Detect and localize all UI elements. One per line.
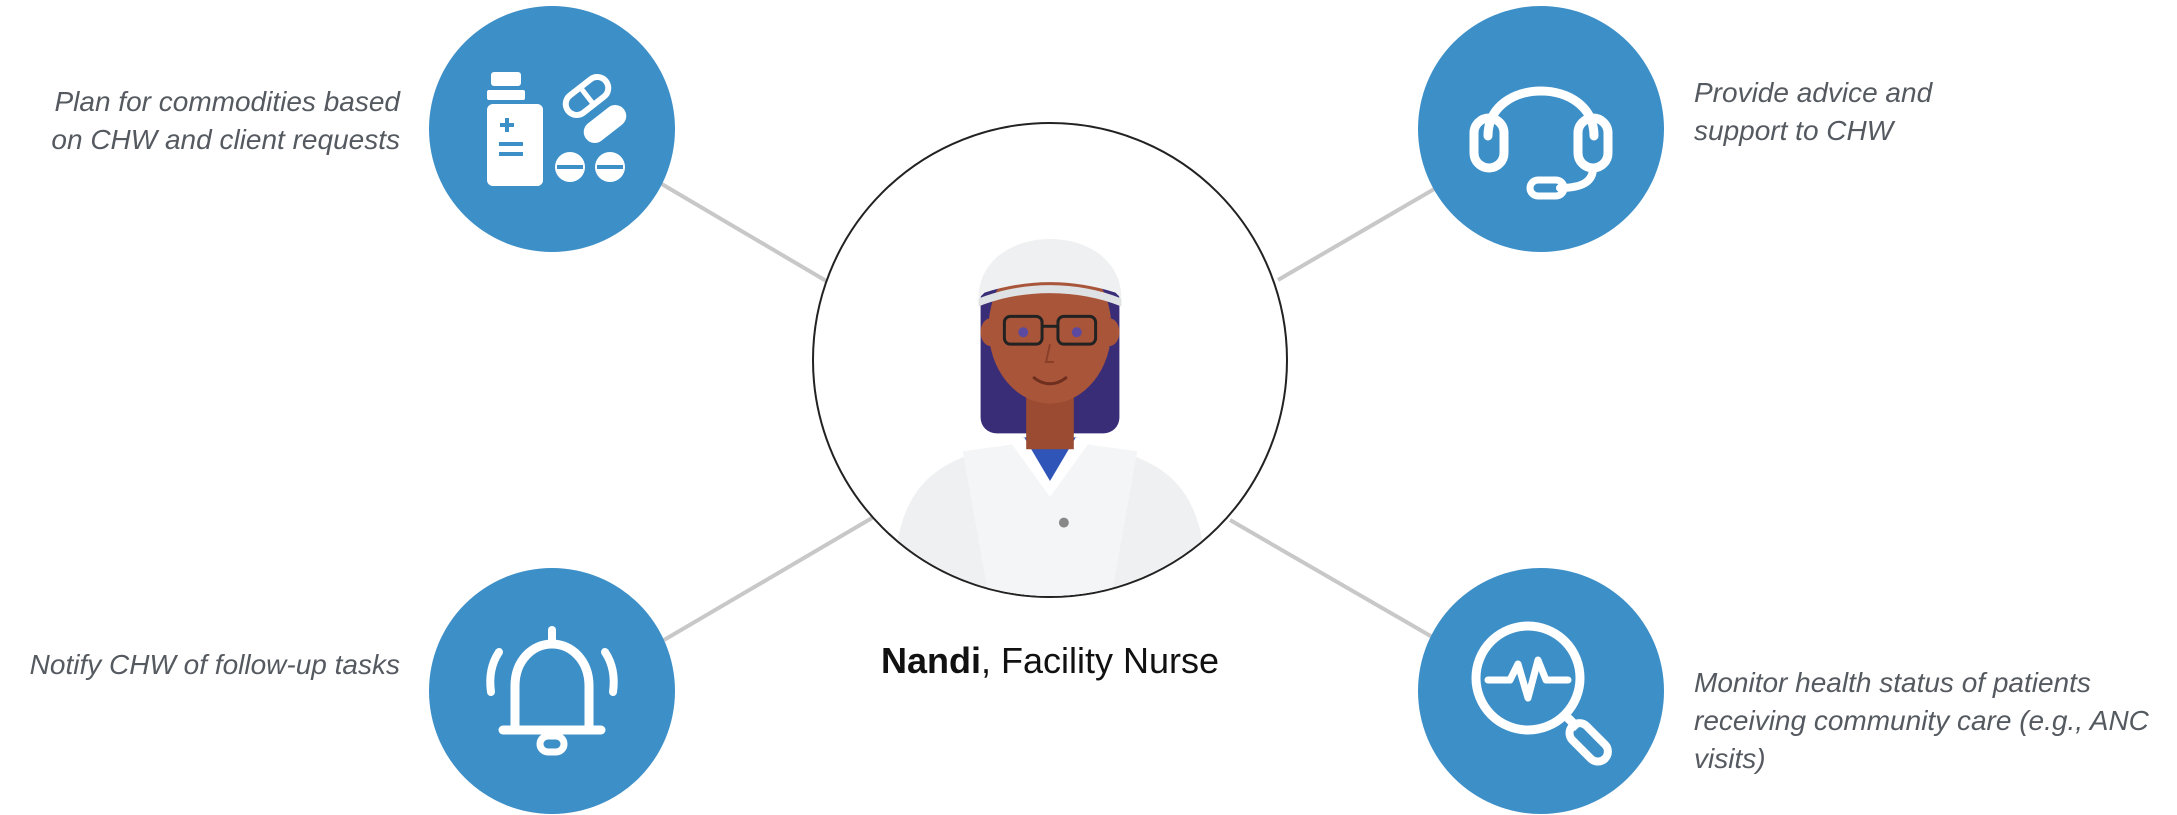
connector-top-left [658,181,830,284]
alarm-bell-icon-circle [429,568,675,814]
caption-separator: , [980,640,1001,681]
task-monitor-health-line1: Monitor health status of patients [1694,667,2091,698]
task-monitor-health-line2: receiving community care (e.g., ANC [1694,705,2149,736]
task-provide-advice-line2: support to CHW [1694,115,1894,146]
heartbeat-magnifier-icon [1471,621,1612,766]
task-monitor-health: Monitor health status of patients receiv… [1694,664,2164,778]
medicine-pills-icon [487,72,627,186]
heartbeat-magnifier-icon-circle [1418,568,1664,814]
alarm-bell-icon [486,626,618,756]
connector-bottom-right [1228,518,1436,640]
nurse-avatar [893,239,1207,596]
medicine-pills-icon-circle [429,6,675,252]
headset-icon-circle [1418,6,1664,252]
connector-bottom-left [662,516,874,642]
nurse-portrait [812,122,1288,598]
person-caption: Nandi, Facility Nurse [812,640,1288,682]
task-plan-commodities-line1: Plan for commodities based [54,86,400,117]
person-name: Nandi [880,640,981,681]
person-role: Facility Nurse [1000,640,1220,681]
task-notify-chw: Notify CHW of follow-up tasks [0,646,400,684]
connector-top-right [1276,186,1438,282]
task-provide-advice-line1: Provide advice and [1694,77,1933,108]
task-provide-advice: Provide advice and support to CHW [1694,74,2094,150]
task-notify-chw-line1: Notify CHW of follow-up tasks [29,649,400,680]
task-plan-commodities-line2: on CHW and client requests [51,124,400,155]
task-monitor-health-line3: visits) [1694,743,1766,774]
headset-icon [1469,86,1613,200]
task-plan-commodities: Plan for commodities based on CHW and cl… [20,83,400,159]
